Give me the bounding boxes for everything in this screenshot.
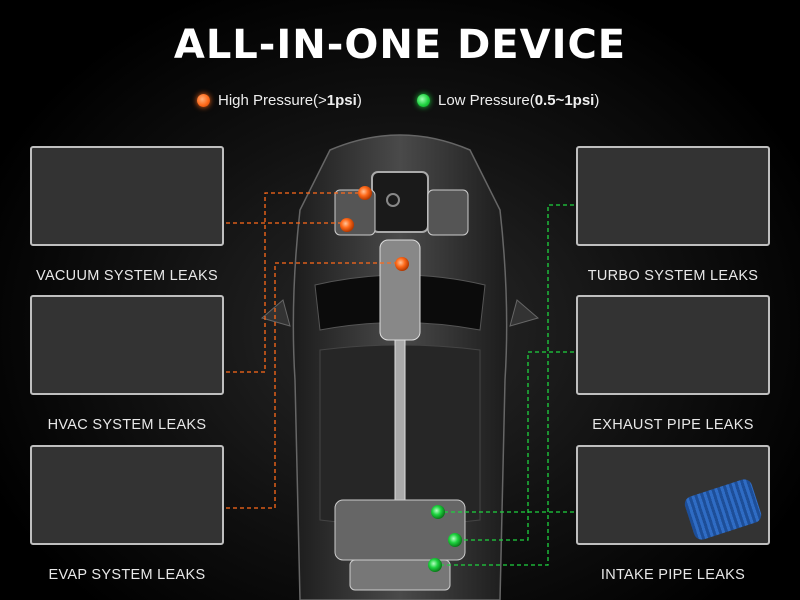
card-label-exhaust: EXHAUST PIPE LEAKS (592, 417, 754, 433)
air-vent-image (30, 295, 224, 395)
card-label-turbo: TURBO SYSTEM LEAKS (587, 268, 759, 284)
legend-high-prefix: High Pressure(> (218, 92, 327, 109)
legend-low-pressure: Low Pressure(0.5~1psi) (417, 92, 599, 109)
high-pressure-point (395, 257, 409, 271)
card-label-hvac: HVAC SYSTEM LEAKS (47, 417, 207, 433)
legend-high-suffix: ) (356, 92, 362, 109)
low-pressure-connectors (435, 204, 574, 566)
high-pressure-point (358, 186, 372, 200)
orange-dot-icon (197, 94, 210, 107)
page-title: ALL-IN-ONE DEVICE (173, 22, 627, 68)
throttle-body-image (30, 146, 224, 246)
card-label-intake: INTAKE PIPE LEAKS (600, 567, 746, 583)
air-intake-filter-image (576, 445, 770, 545)
card-exhaust-pipe: EXHAUST PIPE LEAKS (576, 295, 770, 433)
low-pressure-point (448, 533, 462, 547)
card-label-evap: EVAP SYSTEM LEAKS (48, 567, 206, 583)
card-hvac-system: HVAC SYSTEM LEAKS (30, 295, 224, 433)
card-vacuum-system: VACUUM SYSTEM LEAKS (30, 146, 224, 284)
exhaust-pipe-image (576, 295, 770, 395)
legend-low-prefix: Low Pressure( (438, 92, 535, 109)
low-pressure-point (431, 505, 445, 519)
legend-low-suffix: ) (594, 92, 600, 109)
card-evap-system: EVAP SYSTEM LEAKS (30, 445, 224, 583)
card-turbo-system: TURBO SYSTEM LEAKS (576, 146, 770, 284)
legend-high-value: 1psi (326, 92, 357, 109)
card-label-vacuum: VACUUM SYSTEM LEAKS (36, 268, 218, 284)
high-pressure-connectors (226, 192, 400, 509)
low-pressure-point (428, 558, 442, 572)
green-dot-icon (417, 94, 430, 107)
turbo-image (576, 146, 770, 246)
card-intake-pipe: INTAKE PIPE LEAKS (576, 445, 770, 583)
legend-low-value: 0.5~1psi (534, 92, 595, 109)
high-pressure-point (340, 218, 354, 232)
engine-bay-image (30, 445, 224, 545)
legend-high-pressure: High Pressure(>1psi) (197, 92, 362, 109)
